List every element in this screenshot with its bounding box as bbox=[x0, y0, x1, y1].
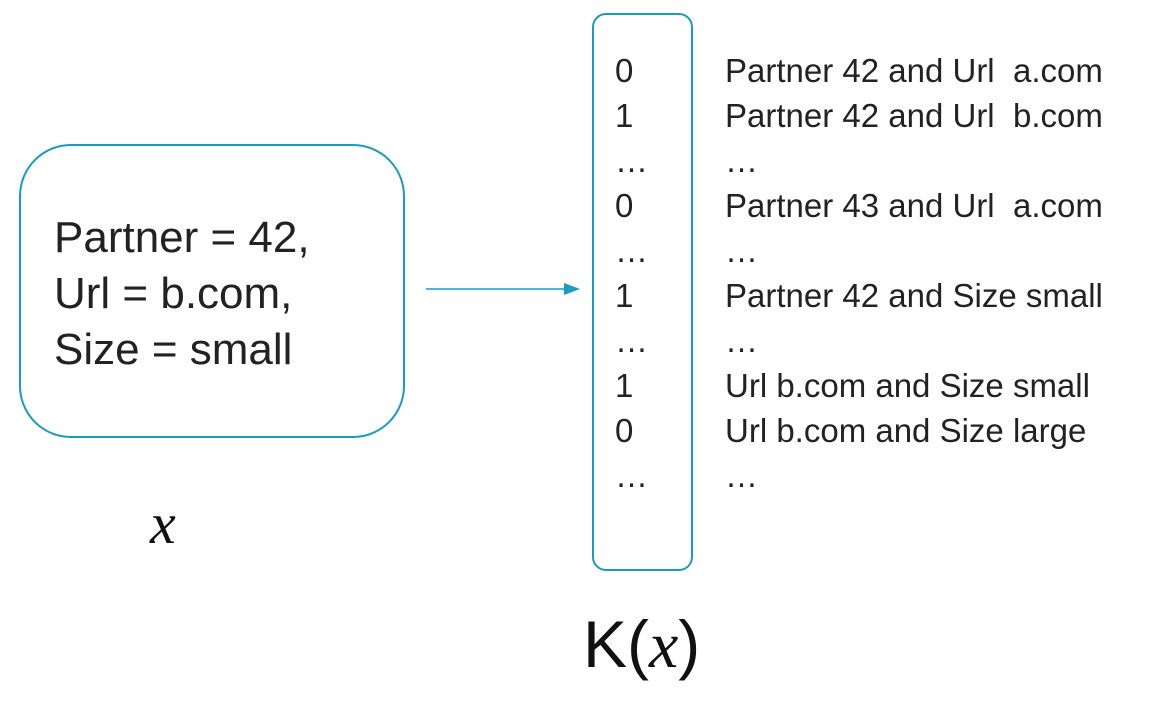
input-line-size: Size = small bbox=[54, 325, 293, 374]
feature-description: Partner 42 and Url b.com bbox=[725, 97, 1103, 134]
input-line-partner: Partner = 42, bbox=[54, 213, 310, 262]
input-features: Partner = 42, Url = b.com, Size = small bbox=[54, 210, 310, 378]
feature-description: Url b.com and Size small bbox=[725, 367, 1090, 404]
vector-value: 1 bbox=[615, 367, 634, 404]
feature-description: … bbox=[725, 322, 758, 359]
kx-suffix: ) bbox=[678, 607, 701, 681]
vector-value: … bbox=[615, 457, 648, 494]
input-line-url: Url = b.com, bbox=[54, 269, 293, 318]
vector-value: 0 bbox=[615, 187, 634, 224]
input-variable-label: x bbox=[150, 491, 176, 556]
feature-description: Partner 43 and Url a.com bbox=[725, 187, 1103, 224]
kx-prefix: K( bbox=[583, 607, 649, 681]
feature-vector-label: K(x) bbox=[583, 606, 700, 684]
vector-value: … bbox=[615, 142, 648, 179]
arrow-head bbox=[564, 283, 580, 295]
vector-value: 1 bbox=[615, 97, 634, 134]
feature-descriptions: Partner 42 and Url a.com Partner 42 and … bbox=[725, 48, 1103, 498]
vector-value: 1 bbox=[615, 277, 634, 314]
feature-vector-box bbox=[592, 13, 693, 571]
feature-description: Partner 42 and Url a.com bbox=[725, 52, 1103, 89]
feature-description: … bbox=[725, 232, 758, 269]
vector-value: … bbox=[615, 322, 648, 359]
mapping-arrow bbox=[426, 283, 580, 295]
input-box bbox=[19, 144, 405, 438]
vector-value: … bbox=[615, 232, 648, 269]
feature-vector-values: 0 1 … 0 … 1 … 1 0 … bbox=[615, 48, 648, 498]
vector-value: 0 bbox=[615, 52, 634, 89]
feature-description: … bbox=[725, 142, 758, 179]
vector-value: 0 bbox=[615, 412, 634, 449]
feature-description: Partner 42 and Size small bbox=[725, 277, 1103, 314]
kx-variable: x bbox=[649, 609, 679, 682]
feature-description: Url b.com and Size large bbox=[725, 412, 1087, 449]
feature-description: … bbox=[725, 457, 758, 494]
